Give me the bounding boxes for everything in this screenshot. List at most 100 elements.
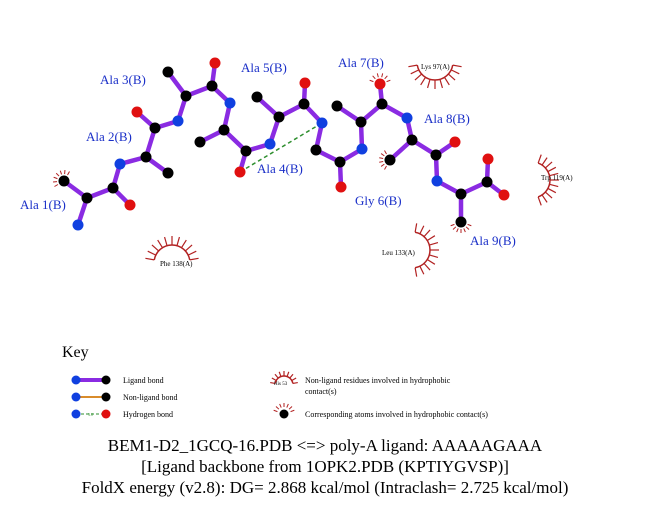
- hydrophobic-spike: [549, 183, 559, 188]
- key-hydrophobic-residue-sample: His 53: [274, 382, 288, 387]
- key-non-ligand-bond-label: Non-ligand bond: [123, 393, 177, 402]
- carbon-atom: [251, 91, 263, 103]
- hydrophobic-atom-spike: [380, 153, 385, 157]
- carbon-atom: [206, 80, 218, 92]
- carbon-atom: [355, 116, 367, 128]
- hydrophobic-atom-spike: [452, 226, 457, 230]
- hydrophobic-spike: [270, 381, 276, 385]
- hydrophobic-arc: [414, 231, 431, 269]
- hydrophobic-atom-spike: [286, 403, 289, 408]
- hydrophobic-spike: [184, 244, 193, 252]
- nitrogen-atom: [172, 115, 184, 127]
- carbon-atom: [140, 151, 152, 163]
- hydrophobic-spike: [541, 157, 548, 166]
- hydrophobic-spike: [447, 73, 456, 81]
- oxygen-atom: [482, 153, 494, 165]
- residue-label-lys97: Lys 97(A): [421, 63, 450, 71]
- hydrophobic-spike: [419, 225, 425, 235]
- carbon-atom: [194, 136, 206, 148]
- nitrogen-atom-icon: [71, 375, 81, 385]
- key-hydrogen-bond-label: Hydrogen bond: [123, 410, 173, 419]
- hydrophobic-residue-trp119: Trp 119(A): [537, 154, 573, 206]
- hydrophobic-spike: [420, 76, 426, 86]
- hydrophobic-atom-spike: [369, 79, 374, 83]
- carbon-atom: [331, 100, 343, 112]
- hydrophobic-arc-icon: [537, 154, 559, 206]
- hydrophobic-spike: [452, 64, 462, 68]
- key-hydrophobic-atom: Corresponding atoms involved in hydropho…: [273, 403, 488, 419]
- hydrophobic-spike: [271, 377, 277, 382]
- key-non-ligand-bond: Non-ligand bond: [71, 392, 177, 402]
- carbon-atom: [406, 134, 418, 146]
- hydrophobic-atom-icon: [273, 403, 295, 413]
- key-title: Key: [62, 344, 89, 361]
- hydrophobic-arc: [153, 244, 191, 261]
- hydrophobic-arc: [274, 375, 294, 384]
- carbon-atom: [384, 154, 396, 166]
- key-ligand-bond: Ligand bond: [71, 375, 164, 385]
- oxygen-atom: [299, 77, 311, 89]
- hydrophobic-spike: [163, 236, 168, 246]
- legend-key: Key Ligand bond Non-ligand bond 3.0 Hydr…: [62, 344, 488, 419]
- carbon-atom: [430, 149, 442, 161]
- hydrophobic-spike: [414, 267, 418, 277]
- hydrophobic-spike: [426, 79, 431, 89]
- oxygen-atom: [335, 181, 347, 193]
- hydrophobic-spike: [547, 166, 557, 173]
- residue-label-ala3: Ala 3(B): [100, 72, 146, 87]
- carbon-atom-icon: [101, 375, 111, 385]
- hydrophobic-spike: [426, 235, 436, 241]
- hydrophobic-atom-spike: [67, 171, 70, 176]
- residue-label-phe138: Phe 138(A): [160, 260, 193, 268]
- hydrophobic-atom-spike: [275, 406, 280, 410]
- nitrogen-atom: [316, 117, 328, 129]
- ligand-atoms: [58, 57, 510, 231]
- hydrophobic-arc-icon: [145, 236, 199, 261]
- hydrophobic-atom-spike: [456, 228, 459, 233]
- nitrogen-atom: [224, 97, 236, 109]
- residue-label-ala1: Ala 1(B): [20, 197, 66, 212]
- key-ligand-bond-label: Ligand bond: [123, 376, 164, 385]
- hydrophobic-spike: [429, 241, 439, 246]
- hydrophobic-spike: [176, 236, 181, 246]
- hydrophobic-spike: [549, 172, 559, 177]
- carbon-atom: [334, 156, 346, 168]
- hydrophobic-atom-spike: [386, 79, 391, 83]
- hydrophobic-spike: [419, 265, 425, 275]
- residue-label-ala7: Ala 7(B): [338, 55, 384, 70]
- hydrophobic-spike: [414, 73, 423, 81]
- hydrophobic-atom-marks: [52, 73, 472, 233]
- key-hydrophobic-atom-label: Corresponding atoms involved in hydropho…: [305, 410, 488, 419]
- hydrophobic-spike: [547, 187, 557, 194]
- hydrophobic-atom-spike: [384, 150, 387, 155]
- carbon-atom: [455, 216, 467, 228]
- carbon-atom: [240, 145, 252, 157]
- key-hbond-length: 3.0: [88, 412, 93, 417]
- nitrogen-atom: [264, 138, 276, 150]
- key-hydrophobic-residue-label-1: Non-ligand residues involved in hydropho…: [305, 376, 451, 385]
- hydrophobic-residue-leu133: Leu 133(A): [382, 223, 439, 277]
- residue-label-gly6: Gly 6(B): [355, 193, 402, 208]
- hydrophobic-atom-spike: [380, 163, 385, 167]
- hydrophobic-spike: [423, 262, 431, 271]
- hydrophobic-atom-spike: [54, 184, 59, 187]
- residue-label-ala8: Ala 8(B): [424, 111, 470, 126]
- hydrophobic-atom-spike: [59, 170, 63, 175]
- nitrogen-atom: [401, 112, 413, 124]
- hydrophobic-spike: [181, 239, 187, 249]
- caption-line-1: BEM1-D2_1GCQ-16.PDB <=> poly-A ligand: A…: [108, 436, 543, 455]
- hydrophobic-arc-icon: [414, 223, 439, 277]
- carbon-atom: [376, 98, 388, 110]
- residue-label-ala9: Ala 9(B): [470, 233, 516, 248]
- nitrogen-atom-icon: [71, 409, 81, 419]
- nitrogen-atom: [431, 175, 443, 187]
- hydrophobic-arc-icon: [408, 64, 462, 89]
- hydrophobic-atom-spike: [372, 75, 376, 80]
- oxygen-atom: [234, 166, 246, 178]
- hydrophobic-spike: [274, 373, 279, 379]
- hydrophobic-atom-spike: [384, 75, 388, 80]
- hydrophobic-atom-spike: [55, 172, 60, 177]
- carbon-atom: [180, 90, 192, 102]
- residue-label-leu133: Leu 133(A): [382, 249, 416, 257]
